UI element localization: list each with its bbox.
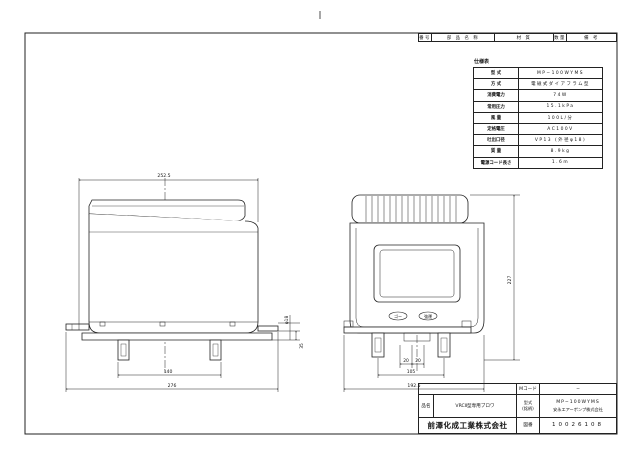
spec-value: 74W: [518, 89, 603, 102]
front-dimensions: [343, 194, 520, 392]
badge-left-label: ゴー: [394, 313, 402, 319]
spec-value: MP−100WYMS: [518, 66, 603, 80]
dim-pipe-dia: φ18: [284, 316, 290, 325]
col-name: 部 品 名 称: [431, 33, 495, 42]
spec-value: 1.6m: [518, 156, 603, 169]
side-dimensions: [65, 178, 300, 392]
col-material: 材 質: [494, 33, 554, 42]
spec-label: 吐出口径: [473, 134, 519, 147]
maker-value: 安永エアーポンプ株式会社: [553, 406, 603, 412]
col-no: 番号: [418, 33, 432, 42]
dim-front-span: 105: [407, 369, 416, 375]
spec-label: 定格電圧: [473, 122, 519, 136]
dim-front-gap-b: 20: [415, 358, 421, 364]
col-qty: 数量: [553, 33, 567, 42]
product-value: VRCⅡ型専用ブロワ: [433, 394, 517, 418]
dim-front-width: 192.5: [407, 383, 420, 389]
spec-value: VP13 (外径φ18): [518, 134, 603, 147]
m-code-value: −: [539, 382, 617, 396]
dim-side-total: 276: [168, 383, 177, 389]
model-value: MP−100WYMS: [556, 399, 600, 405]
title-block: Mコード − 品名 VRCⅡ型専用ブロワ 型式 (銘柄) MP−100WYMS …: [418, 382, 617, 435]
dim-front-height: 227: [507, 276, 513, 285]
company-name: 前澤化成工業株式会社: [418, 416, 517, 435]
spec-value: 電磁式ダイアフラム型: [518, 78, 603, 91]
dim-side-width: 252.5: [157, 173, 170, 179]
product-label: 品名: [418, 394, 434, 418]
parts-list-header: 番号 部 品 名 称 材 質 数量 備 考: [418, 33, 617, 42]
front-view: [343, 194, 485, 372]
dim-side-base: 140: [164, 369, 173, 375]
spec-label: 常用圧力: [473, 100, 519, 113]
drawing-frame: [24, 32, 618, 435]
spec-value: AC100V: [518, 122, 603, 136]
spec-label: 消費電力: [473, 89, 519, 102]
badge-right-label: 強運: [424, 313, 432, 319]
dim-pipe-height: 35: [299, 343, 305, 349]
spec-label: 方 式: [473, 78, 519, 91]
dim-front-gap-a: 20: [403, 358, 409, 364]
spec-value: 100L/分: [518, 111, 603, 124]
m-code-label: Mコード: [516, 382, 540, 396]
spec-row: 方 式電磁式ダイアフラム型: [473, 78, 603, 91]
drawing-no-value: 10026108: [539, 416, 617, 435]
spec-label: 型 式: [473, 66, 519, 80]
model-label: 型式 (銘柄): [516, 394, 540, 418]
spec-label: 電源コード長さ: [473, 156, 519, 169]
spec-value: 8.9kg: [518, 145, 603, 158]
spec-value: 15.1kPa: [518, 100, 603, 113]
spec-title: 仕様表: [474, 59, 490, 65]
spec-label: 風 量: [473, 111, 519, 124]
spec-label: 質 量: [473, 145, 519, 158]
side-view: [65, 178, 279, 372]
drawing-no-label: 図番: [516, 416, 540, 435]
col-remarks: 備 考: [566, 33, 617, 42]
